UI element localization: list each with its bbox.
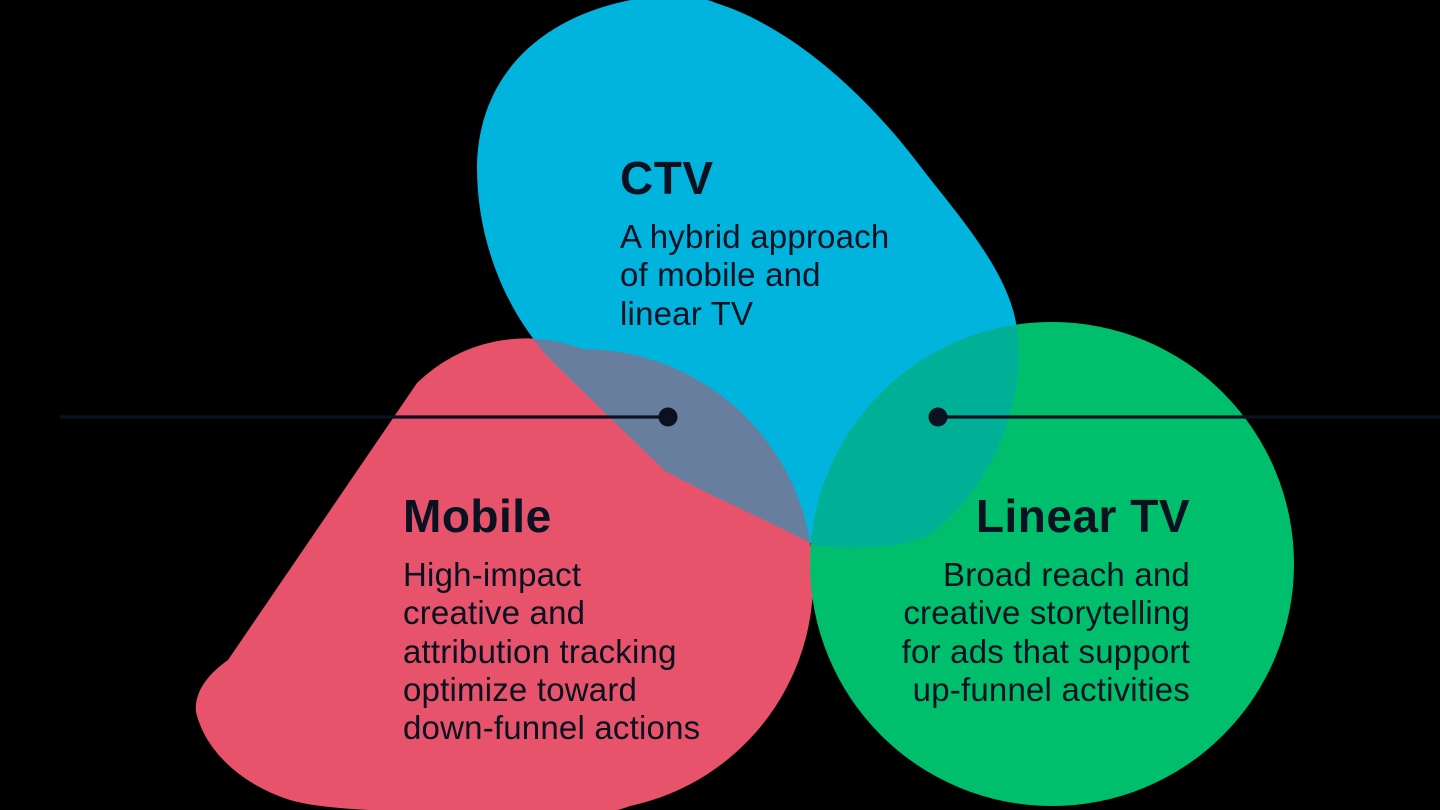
mobile-description-line: down-funnel actions bbox=[403, 709, 701, 747]
ctv-description-line: A hybrid approach bbox=[620, 218, 890, 255]
mobile-label-block: Mobile High-impact creative and attribut… bbox=[403, 492, 700, 747]
ctv-title: CTV bbox=[620, 152, 714, 204]
mobile-description-line: creative and bbox=[403, 594, 586, 632]
linear-tv-description-line: creative storytelling bbox=[903, 594, 1190, 632]
linear-tv-label-block: Linear TV Broad reach and creative story… bbox=[902, 492, 1190, 709]
ctv-label-block: CTV A hybrid approach of mobile and line… bbox=[620, 154, 889, 333]
linear-tv-description-line: for ads that support bbox=[901, 632, 1190, 670]
mobile-description-line: High-impact bbox=[403, 556, 582, 593]
mobile-description-line: optimize toward bbox=[403, 670, 638, 708]
mobile-description-line: attribution tracking bbox=[403, 632, 677, 670]
linear-tv-description-line: Broad reach and bbox=[942, 556, 1190, 593]
mobile-title: Mobile bbox=[403, 490, 552, 542]
ctv-description-line: linear TV bbox=[620, 294, 754, 332]
callout-dot-right bbox=[928, 407, 948, 427]
linear-tv-title: Linear TV bbox=[975, 490, 1190, 542]
ctv-description-line: of mobile and bbox=[620, 256, 821, 294]
callout-dot-left bbox=[658, 407, 678, 427]
linear-tv-description-line: up-funnel activities bbox=[912, 670, 1190, 708]
